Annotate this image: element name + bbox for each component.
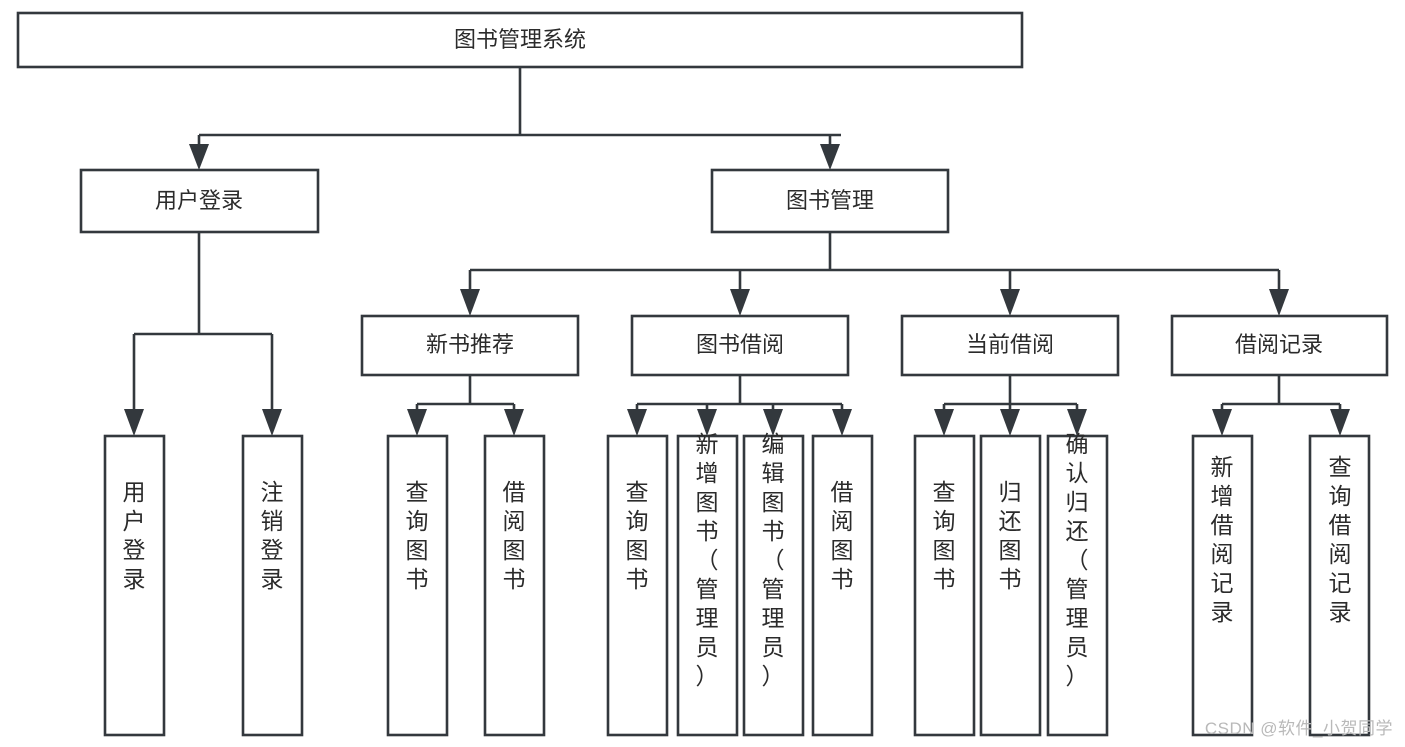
node-book-manage-box[interactable] [710,168,950,234]
node-leaf-return-book-label: 归还图书 [999,479,1022,592]
node-leaf-user-login[interactable]: 用户登录 [103,434,166,737]
node-leaf-edit-book-box[interactable] [742,434,805,737]
node-leaf-user-login-box[interactable] [103,434,166,737]
node-leaf-query-record-box[interactable] [1308,434,1371,737]
node-leaf-confirm-return-label: 确认归还（管理员） [1066,431,1089,689]
node-leaf-borrow-book-1-label: 借阅图书 [503,479,526,592]
node-leaf-add-record[interactable]: 新增借阅记录 [1191,434,1254,737]
node-root-label: 图书管理系统 [454,27,586,52]
node-borrow-record-box[interactable] [1170,314,1389,377]
node-leaf-confirm-return[interactable]: 确认归还（管理员） [1046,431,1109,737]
node-root[interactable]: 图书管理系统 [16,11,1024,69]
arrow-head-leaf-logout [262,409,282,436]
node-leaf-borrow-book-2[interactable]: 借阅图书 [811,434,874,737]
node-new-book-rec-box[interactable] [360,314,580,377]
arrow-head-book-manage [820,144,840,170]
node-leaf-query-book-1-box[interactable] [386,434,449,737]
node-borrow-record-label: 借阅记录 [1235,332,1323,357]
node-leaf-query-book-1[interactable]: 查询图书 [386,434,449,737]
node-leaf-query-book-2-label: 查询图书 [626,479,649,592]
node-leaf-edit-book-label: 编辑图书（管理员） [762,431,785,689]
node-leaf-add-book[interactable]: 新增图书（管理员） [676,431,739,737]
node-leaf-logout-box[interactable] [241,434,304,737]
arrow-head-new-book-rec [460,289,480,316]
arrow-head-user-login [189,144,209,170]
node-leaf-query-book-3[interactable]: 查询图书 [913,434,976,737]
node-current-borrow[interactable]: 当前借阅 [900,314,1120,377]
node-leaf-query-book-1-label: 查询图书 [406,479,429,592]
arrow-head-leaf-query-record [1330,409,1350,436]
node-book-manage[interactable]: 图书管理 [710,168,950,234]
node-user-login-box[interactable] [79,168,320,234]
arrow-head-book-borrow [730,289,750,316]
node-current-borrow-label: 当前借阅 [966,332,1054,357]
node-leaf-return-book[interactable]: 归还图书 [979,434,1042,737]
node-current-borrow-box[interactable] [900,314,1120,377]
arrow-head-leaf-confirm-return [1067,409,1087,436]
arrow-head-leaf-borrow-book-2 [832,409,852,436]
node-leaf-add-record-label: 新增借阅记录 [1211,454,1234,625]
arrow-head-leaf-query-book-3 [934,409,954,436]
arrow-head-leaf-query-book-1 [407,409,427,436]
node-book-borrow-box[interactable] [630,314,850,377]
node-leaf-borrow-book-2-label: 借阅图书 [831,479,854,592]
node-user-login[interactable]: 用户登录 [79,168,320,234]
node-book-borrow[interactable]: 图书借阅 [630,314,850,377]
node-leaf-add-book-label: 新增图书（管理员） [696,431,719,689]
node-new-book-rec[interactable]: 新书推荐 [360,314,580,377]
node-leaf-query-record[interactable]: 查询借阅记录 [1308,434,1371,737]
arrow-head-leaf-user-login [124,409,144,436]
arrow-head-leaf-add-book [697,409,717,436]
node-leaf-borrow-book-2-box[interactable] [811,434,874,737]
node-book-manage-label: 图书管理 [786,188,874,213]
node-leaf-edit-book[interactable]: 编辑图书（管理员） [742,431,805,737]
node-user-login-label: 用户登录 [155,188,243,213]
node-leaf-query-book-3-label: 查询图书 [933,479,956,592]
node-book-borrow-label: 图书借阅 [696,332,784,357]
arrow-head-leaf-borrow-book-1 [504,409,524,436]
node-leaf-add-record-box[interactable] [1191,434,1254,737]
arrow-head-leaf-add-record [1212,409,1232,436]
node-leaf-query-book-2-box[interactable] [606,434,669,737]
node-borrow-record[interactable]: 借阅记录 [1170,314,1389,377]
node-leaf-confirm-return-box[interactable] [1046,434,1109,737]
node-new-book-rec-label: 新书推荐 [426,332,514,357]
arrow-head-leaf-query-book-2 [627,409,647,436]
node-leaf-borrow-book-1[interactable]: 借阅图书 [483,434,546,737]
arrow-head-leaf-return-book [1000,409,1020,436]
arrow-head-borrow-record [1269,289,1289,316]
node-leaf-query-record-label: 查询借阅记录 [1329,454,1352,625]
node-leaf-query-book-2[interactable]: 查询图书 [606,434,669,737]
node-leaf-add-book-box[interactable] [676,434,739,737]
arrow-head-leaf-edit-book [763,409,783,436]
arrow-head-current-borrow [1000,289,1020,316]
node-leaf-logout[interactable]: 注销登录 [241,434,304,737]
node-leaf-return-book-box[interactable] [979,434,1042,737]
node-leaf-borrow-book-1-box[interactable] [483,434,546,737]
node-leaf-user-login-label: 用户登录 [123,479,146,592]
node-root-box[interactable] [16,11,1024,69]
edge-layer [124,67,1350,436]
node-leaf-logout-label: 注销登录 [261,479,284,592]
watermark-text: CSDN @软件_小贺同学 [1204,719,1393,738]
node-leaf-query-book-3-box[interactable] [913,434,976,737]
